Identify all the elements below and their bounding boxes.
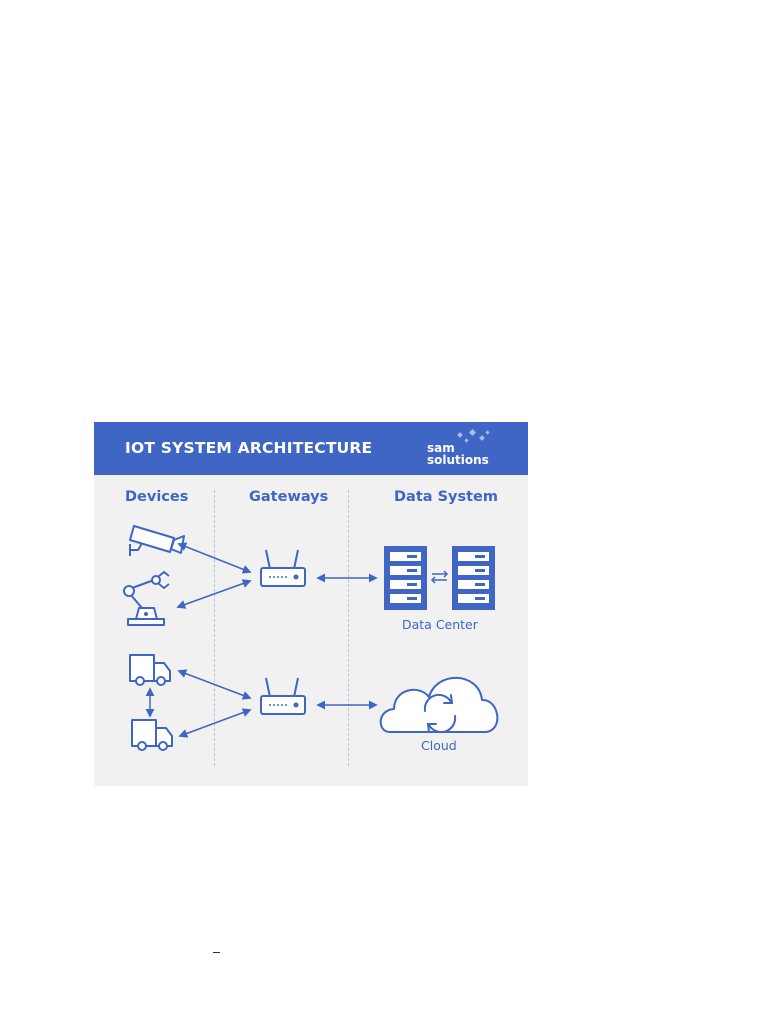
diagram-canvas (123, 525, 499, 751)
cloud-label: Cloud (421, 738, 457, 753)
sync-arrows-icon (430, 570, 449, 584)
arrow-arm-gateway (176, 579, 252, 609)
cloud-sync-icon (379, 676, 499, 734)
diagram-title: IOT SYSTEM ARCHITECTURE (125, 439, 373, 457)
data-center-label: Data Center (402, 617, 478, 632)
logo-line-2: solutions (427, 453, 489, 467)
arrow-truck1-gateway (177, 669, 252, 700)
stray-mark (213, 952, 220, 953)
logo-line-1: sam (427, 441, 455, 455)
camera-icon (129, 525, 185, 556)
column-divider-1 (214, 490, 215, 766)
iot-architecture-diagram: IOT SYSTEM ARCHITECTURE sam solutions De… (94, 422, 528, 786)
robotic-arm-icon (123, 571, 170, 626)
truck-icon (131, 719, 173, 751)
server-rack-icon (384, 546, 427, 610)
sam-solutions-logo: sam solutions (427, 428, 490, 467)
arrow-truck2-gateway (178, 708, 252, 738)
column-heading-data-system: Data System (394, 489, 498, 505)
router-icon (260, 677, 306, 715)
arrow-camera-gateway (177, 542, 252, 574)
router-icon (260, 549, 306, 587)
column-heading-devices: Devices (125, 489, 189, 505)
title-banner: IOT SYSTEM ARCHITECTURE sam solutions (94, 422, 528, 475)
server-rack-icon (452, 546, 495, 610)
truck-icon (129, 654, 171, 686)
column-heading-gateways: Gateways (249, 489, 329, 505)
column-divider-2 (348, 490, 349, 766)
